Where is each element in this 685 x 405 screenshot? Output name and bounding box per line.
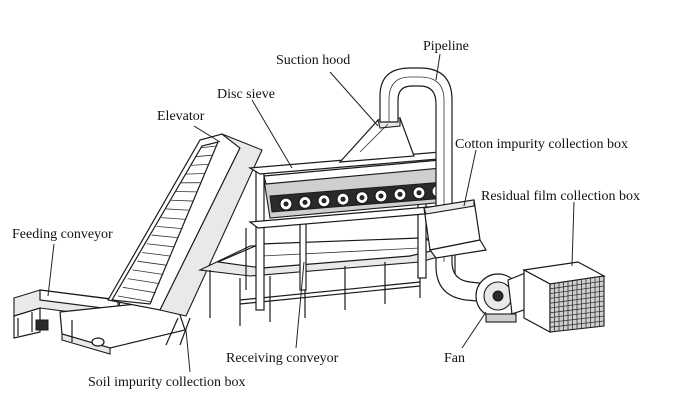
label-pipeline: Pipeline: [423, 39, 469, 54]
cotton-impurity-collection-box: [423, 199, 487, 259]
label-fan: Fan: [444, 351, 465, 366]
residual-film-collection-box: [522, 261, 606, 334]
labels: Pipeline Suction hood Disc sieve Elevato…: [12, 39, 640, 390]
label-residual-film-collection-box: Residual film collection box: [481, 189, 640, 204]
label-elevator: Elevator: [157, 109, 205, 124]
elevator: [107, 133, 263, 346]
label-suction-hood: Suction hood: [276, 53, 350, 68]
leader-lines: [47, 53, 575, 373]
label-disc-sieve: Disc sieve: [217, 87, 275, 102]
label-soil-impurity-collection-box: Soil impurity collection box: [88, 375, 246, 390]
disc-sieve: [263, 159, 447, 219]
label-cotton-impurity-collection-box: Cotton impurity collection box: [455, 137, 628, 152]
main-frame: [198, 151, 473, 326]
label-feeding-conveyor: Feeding conveyor: [12, 227, 113, 242]
label-receiving-conveyor: Receiving conveyor: [226, 351, 339, 366]
